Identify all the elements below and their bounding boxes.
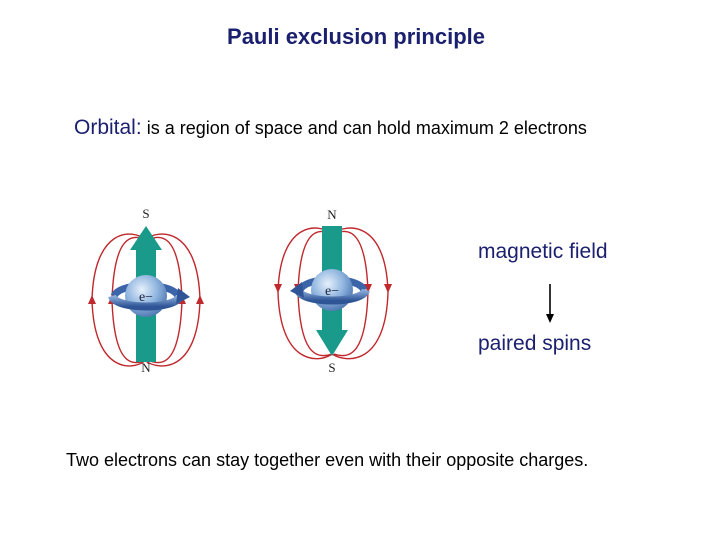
page-title: Pauli exclusion principle [0,24,712,50]
electron-label-left: e− [139,290,153,305]
electron-left: S N e− [88,206,204,375]
paired-spins-label: paired spins [478,332,591,356]
caption: Two electrons can stay together even wit… [66,450,588,471]
orbital-definition: Orbital: is a region of space and can ho… [74,116,587,140]
electron-spin-diagram: S N e− N S e− [80,200,420,380]
electron-right: N S e− [274,207,392,375]
orbital-term: Orbital: [74,116,142,139]
down-arrow-icon [540,284,560,324]
pole-bottom-right: S [328,360,335,375]
orbital-definition-text: is a region of space and can hold maximu… [142,118,587,138]
pole-top-right: N [327,207,337,222]
magnetic-field-label: magnetic field [478,240,608,264]
electron-label-right: e− [325,284,339,299]
pole-bottom-left: N [141,360,151,375]
pole-top-left: S [142,206,149,221]
